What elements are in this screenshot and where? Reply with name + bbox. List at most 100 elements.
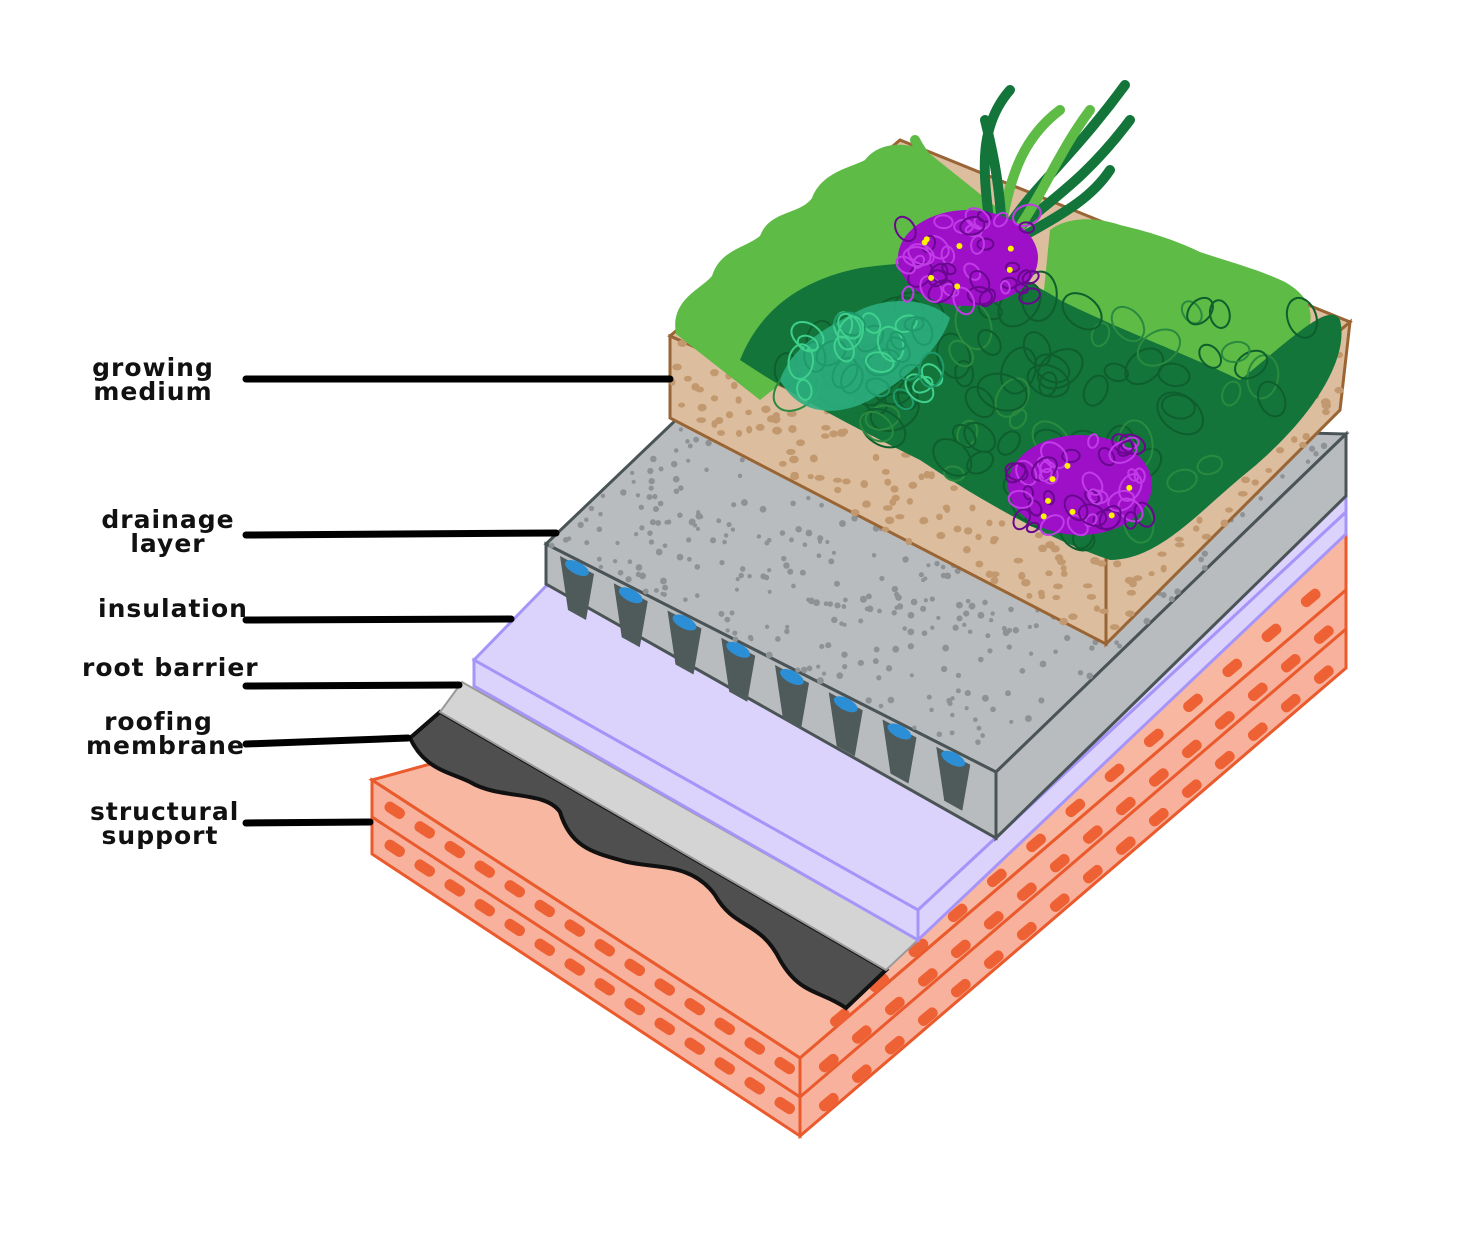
gravel-dot [892,645,900,653]
soil-dot [691,382,700,391]
flower-scribble [1123,511,1138,530]
gravel-dot [872,658,879,665]
soil-dot [1174,542,1185,548]
gravel-dot [982,599,988,606]
flower-scribble [963,262,982,281]
gravel-dot [694,564,701,570]
brick-dash [917,968,938,987]
soil-dot [735,429,743,437]
flower-scribble [1005,462,1027,484]
soil-dot [964,527,973,535]
gravel-dot [952,624,959,631]
gravel-dot [1033,623,1039,629]
gravel-dot [548,542,555,549]
teal-scribble [803,340,827,373]
soil-dot [1018,571,1026,580]
gravel-dot [686,537,692,543]
soil-dot [953,525,962,533]
gravel-dot [942,644,950,652]
soil-dot [1059,617,1068,626]
soil-dot [1237,490,1248,497]
soil-dot [1334,386,1344,394]
gravel-dot [955,688,961,694]
brick-dash [414,821,436,839]
flower-scribble [1012,203,1042,227]
gravel-dot [936,615,941,621]
flower-scribble [1014,283,1029,295]
brick-dash [684,1037,706,1055]
gravel-dot [1019,668,1026,674]
soil-dot [832,477,843,483]
soil-dot [1196,516,1203,524]
gravel-dot [865,697,872,704]
gravel-dot [929,707,934,713]
soil-dot [1093,605,1101,612]
shrub-scribble [1090,321,1111,348]
gravel-dot [694,593,700,598]
soil-dot [821,433,830,439]
soil-dot [1299,441,1307,448]
gravel-dot [760,573,767,580]
soil-dot [829,430,838,438]
gravel-dot [650,455,657,463]
flower-scribble [907,261,934,288]
gravel-dot [784,628,790,635]
brick-dash [1214,750,1235,770]
brick-dash [983,950,1004,969]
gravel-dot [912,725,917,730]
gravel-dot [731,502,737,508]
gravel-dot [735,576,740,582]
soil-dot [834,486,842,494]
flower-scribble [933,214,954,230]
teal-scribble [865,377,891,398]
gravel-dot [646,494,653,500]
grass-blade [1010,105,1095,239]
teal-scribbles [787,311,945,411]
gravel-dot [658,466,664,472]
gravel-dot [896,603,904,610]
gravel-dot [972,717,978,723]
brick-dash [917,1007,938,1026]
brick-dash [1313,665,1334,684]
gravel-dot [800,666,808,674]
gravel-dot [851,515,858,522]
brick-dash [714,1017,736,1035]
brick-dash [774,1096,796,1115]
gravel-dot [955,672,962,678]
gravel-dot [648,485,654,491]
shrub-scribble [1196,454,1224,476]
soil-dot [1099,608,1109,614]
drainage-cup-water [618,587,643,604]
flower-cluster-top [893,203,1042,316]
gravel-dot [649,519,656,526]
gravel-dot [985,633,991,639]
shrub-scribble [1103,362,1129,383]
gravel-dot [662,592,667,597]
soil-dot [969,504,976,512]
gravel-dot [1117,643,1122,649]
soil-dot [881,526,890,533]
soil-dot [936,531,946,540]
soil-dot [1026,592,1033,599]
gravel-dot [1006,644,1012,650]
gravel-dot [891,610,897,616]
drainage-cup-water [672,614,697,631]
gravel-dot [940,564,946,570]
gravel-dot [934,560,940,567]
gravel-dot [963,610,970,617]
teal-scribble [837,312,862,340]
gravel-dot [923,598,928,603]
leader-roofing-membrane [242,734,412,748]
gravel-dot [946,697,953,704]
soil-dot [790,471,799,478]
gravel-dot [767,568,772,573]
leader-root-barrier [242,681,463,690]
flower-scribble [1004,261,1021,274]
label-insulation: insulation [98,594,248,623]
flower-scribble [1063,494,1089,522]
label-roofing-membrane: roofing membrane [86,707,245,760]
gravel-dot [767,589,772,594]
soil-dot [761,405,771,414]
soil-dot [1125,610,1135,617]
teal-scribble [911,316,934,346]
